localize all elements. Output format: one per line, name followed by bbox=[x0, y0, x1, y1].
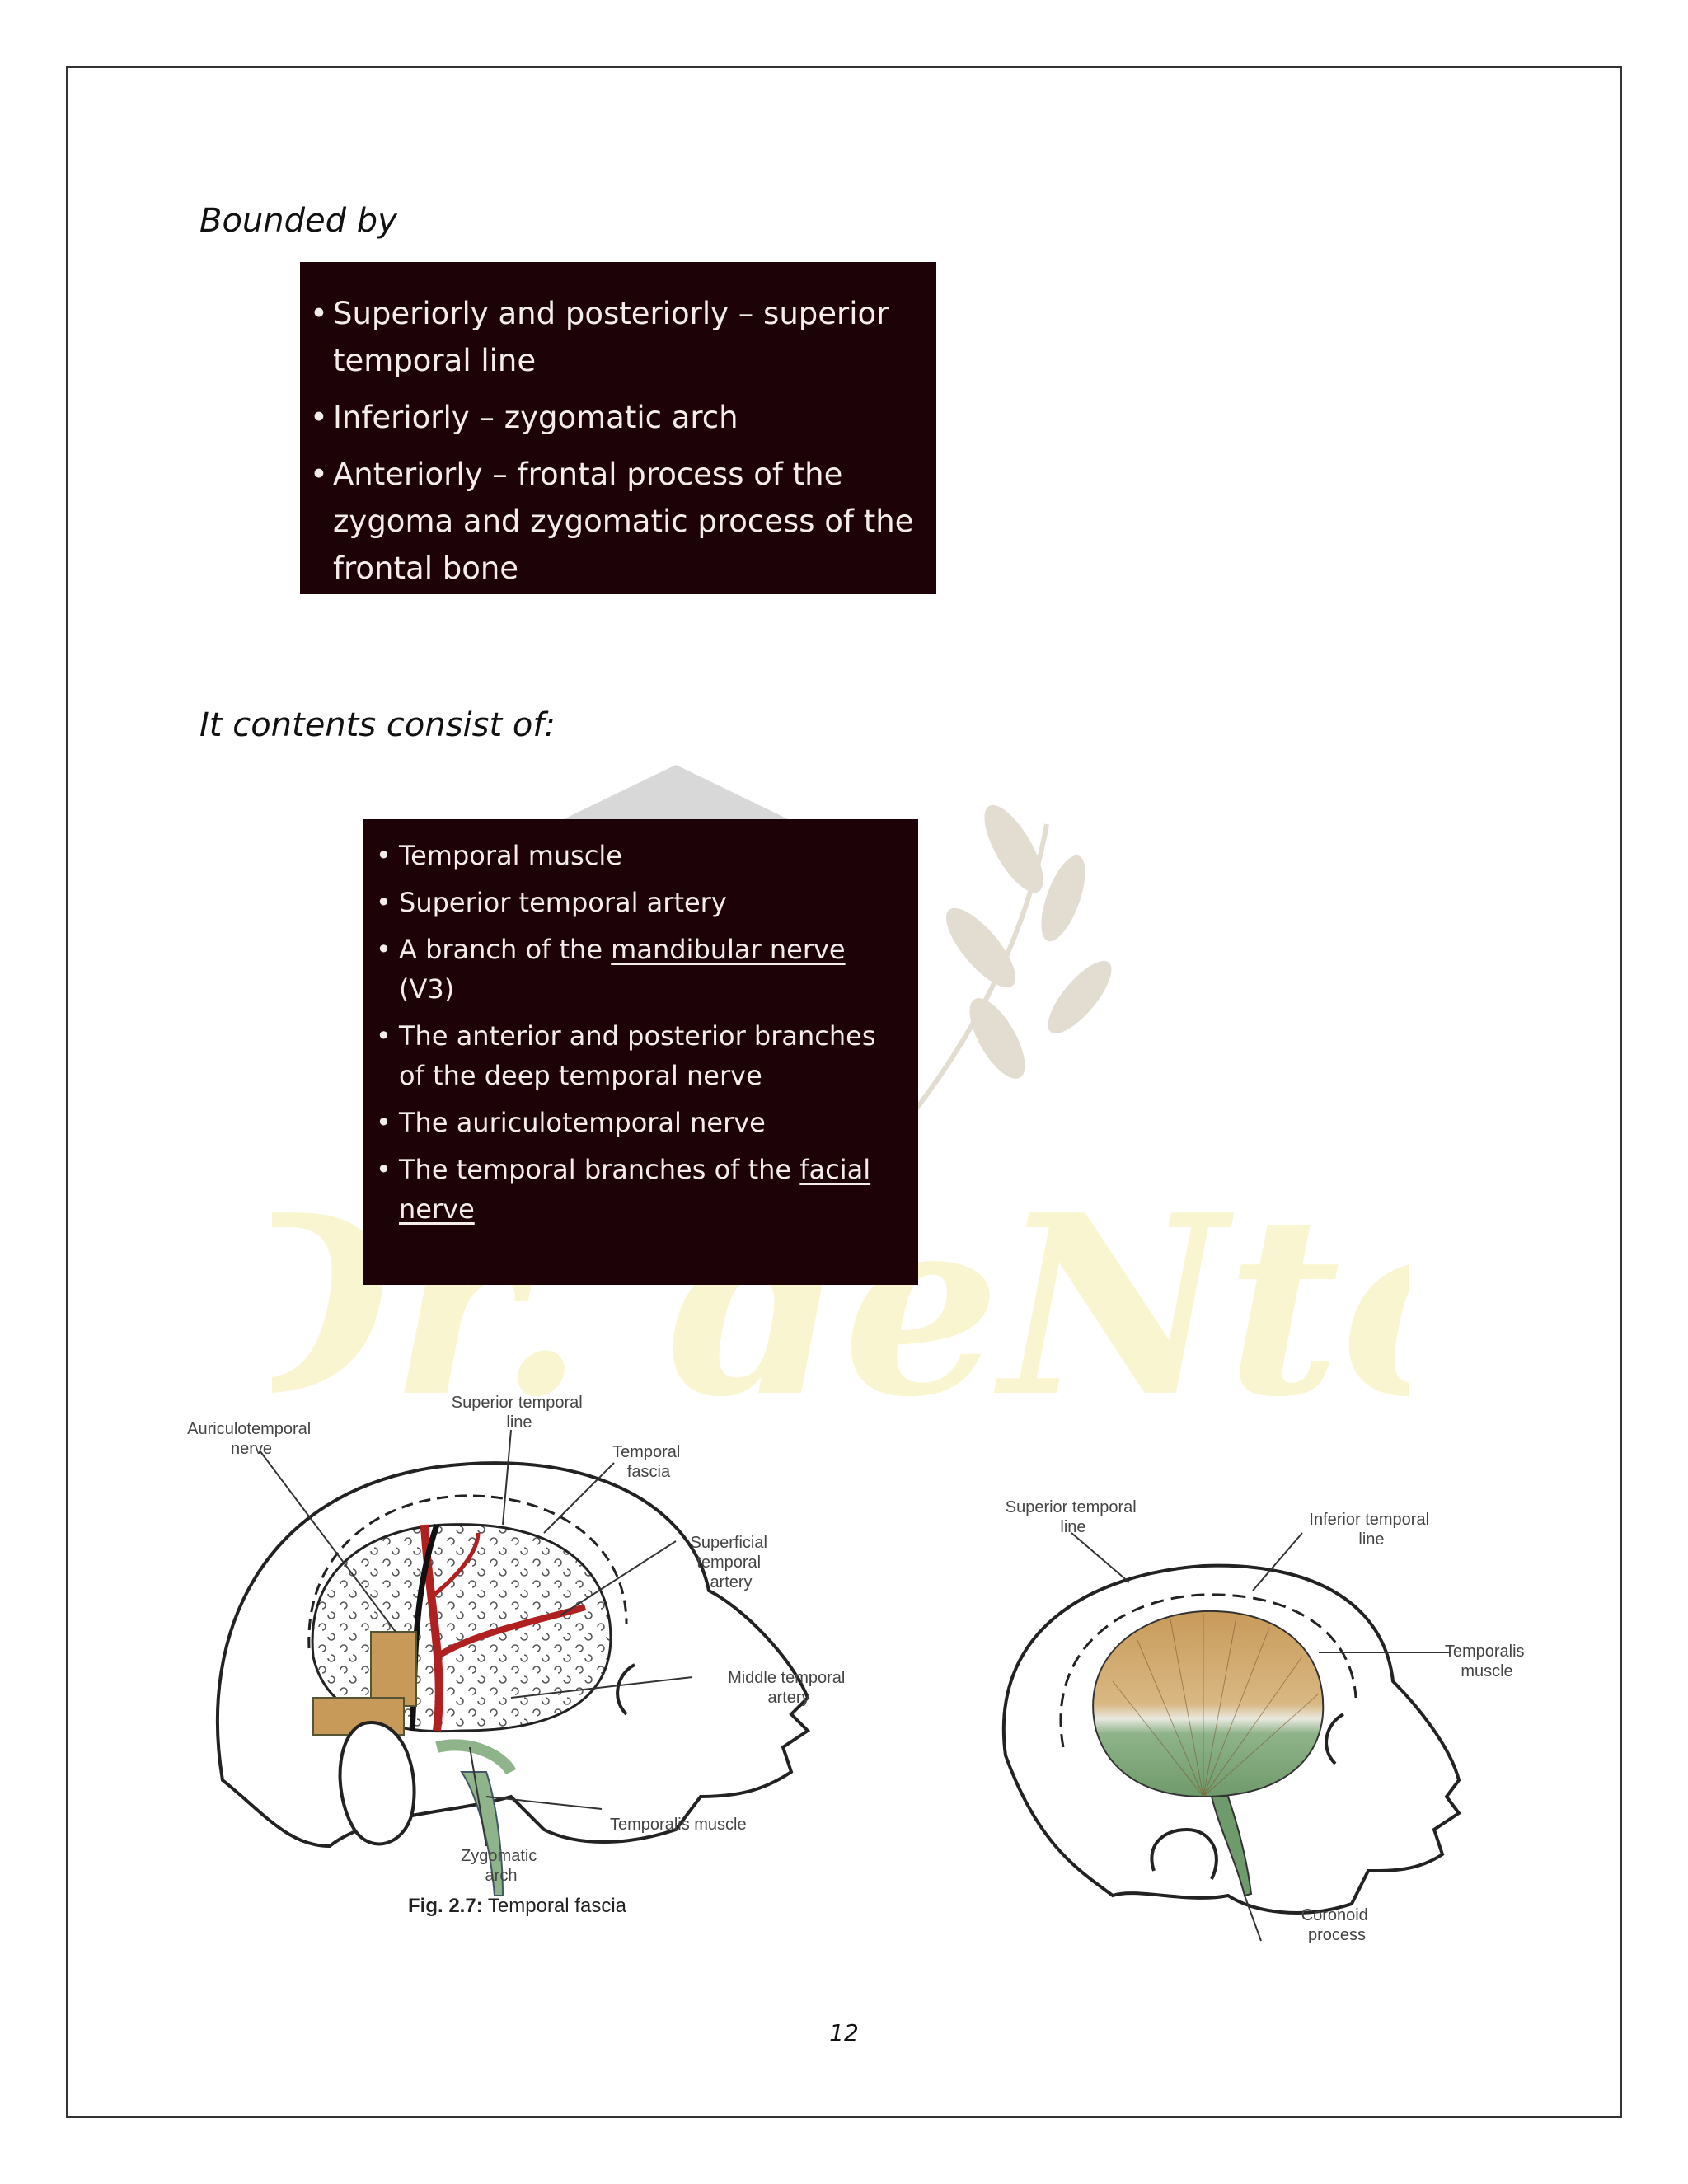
temporalis-fan bbox=[1092, 1610, 1325, 1798]
bounded-item-superior: Superiorly and posteriorly – superior te… bbox=[310, 290, 920, 384]
label-temporal-fascia: Temporal fascia bbox=[612, 1443, 685, 1481]
contents-item-deep-temporal: The anterior and posterior branches of t… bbox=[376, 1016, 907, 1095]
mandibular-post: (V3) bbox=[399, 973, 455, 1005]
contents-item-superior-artery: Superior temporal artery bbox=[376, 883, 907, 922]
label-zygomatic-arch: Zygomatic arch bbox=[461, 1847, 542, 1885]
contents-box: Temporal muscle Superior temporal artery… bbox=[363, 819, 918, 1285]
label-superior-temporal-line: Superior temporal line bbox=[452, 1394, 588, 1432]
page-number: 12 bbox=[829, 2019, 859, 2046]
label-inferior-temporal-line: Inferior temporal line bbox=[1309, 1511, 1433, 1549]
facial-pre: The temporal branches of the bbox=[399, 1154, 800, 1185]
contents-item-facial: The temporal branches of the facial nerv… bbox=[376, 1150, 907, 1229]
contents-list: Temporal muscle Superior temporal artery… bbox=[376, 836, 907, 1229]
page-border bbox=[66, 66, 1622, 2118]
mandibular-nerve-link[interactable]: mandibular nerve bbox=[611, 934, 846, 965]
bounded-item-anterior: Anteriorly – frontal process of the zygo… bbox=[310, 451, 920, 592]
label-coronoid-process: Coronoid process bbox=[1301, 1906, 1373, 1944]
figure-temporal-fascia: Auriculotemporal nerve Superior temporal… bbox=[187, 1394, 850, 1917]
facial-nerve-link[interactable]: facial nerve bbox=[399, 1154, 871, 1225]
label-auriculotemporal-nerve: Auriculotemporal nerve bbox=[187, 1420, 316, 1458]
mandibular-pre: A branch of the bbox=[399, 934, 612, 965]
bounded-item-inferior: Inferiorly – zygomatic arch bbox=[310, 394, 920, 441]
label-temporalis-muscle-right: Temporalis muscle bbox=[1445, 1643, 1529, 1680]
figure-caption: Fig. 2.7: Temporal fascia bbox=[408, 1895, 627, 1917]
figure-temporalis-muscle: Superior temporal line Inferior temporal… bbox=[1001, 1498, 1529, 1944]
contents-item-temporal-muscle: Temporal muscle bbox=[376, 836, 907, 875]
label-middle-temporal-artery: Middle temporal artery bbox=[728, 1669, 850, 1707]
heading-contents: It contents consist of: bbox=[199, 706, 556, 744]
contents-item-auriculotemporal: The auriculotemporal nerve bbox=[376, 1103, 907, 1142]
contents-item-mandibular: A branch of the mandibular nerve (V3) bbox=[376, 930, 907, 1009]
label-temporalis-muscle: Temporalis muscle bbox=[610, 1816, 747, 1834]
bounded-by-box: Superiorly and posteriorly – superior te… bbox=[300, 262, 936, 594]
heading-bounded-by: Bounded by bbox=[199, 202, 397, 240]
bounded-list: Superiorly and posteriorly – superior te… bbox=[310, 290, 920, 592]
label-superficial-temporal-artery: Superficial temporal artery bbox=[691, 1534, 772, 1591]
label-superior-temporal-line-right: Superior temporal line bbox=[1006, 1498, 1142, 1536]
